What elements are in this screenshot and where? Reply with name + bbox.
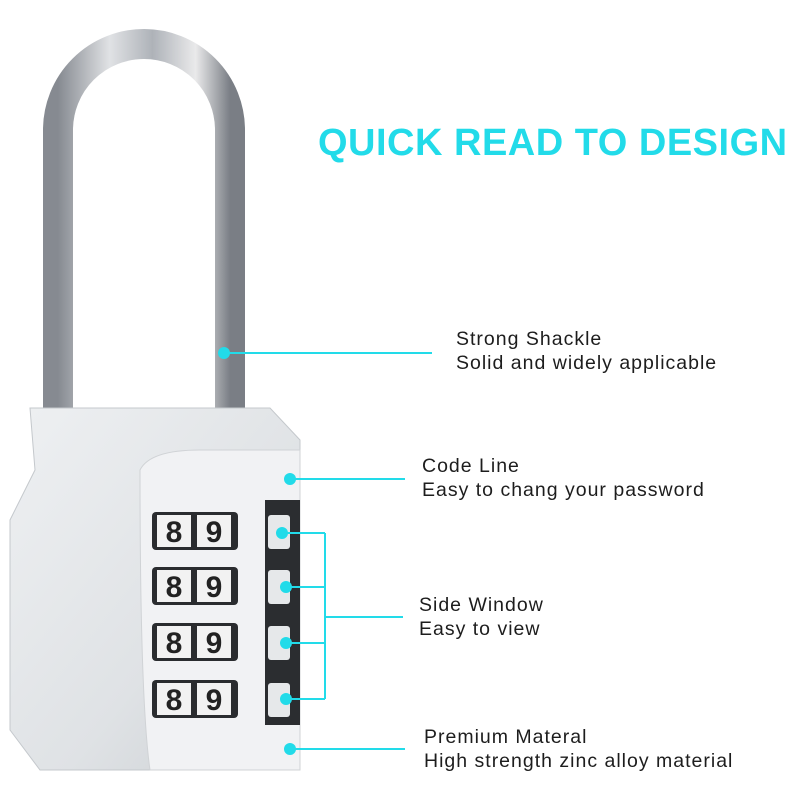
dial-digit: 9 xyxy=(206,684,223,717)
callout-heading: Code Line xyxy=(422,455,520,477)
callout-lines xyxy=(218,347,432,755)
dial-digit: 9 xyxy=(206,571,223,604)
dial-digit: 8 xyxy=(166,627,183,660)
callout-premium-material: Premium Materal High strength zinc alloy… xyxy=(424,725,733,773)
dial-digit: 9 xyxy=(206,627,223,660)
dial-row-2 xyxy=(152,567,238,605)
callout-code-line: Code Line Easy to chang your password xyxy=(422,454,705,502)
dial-digit: 8 xyxy=(166,516,183,549)
callout-heading: Side Window xyxy=(419,594,544,616)
dial-digit: 8 xyxy=(166,684,183,717)
shackle xyxy=(43,29,245,420)
callout-detail: High strength zinc alloy material xyxy=(424,750,734,772)
dial-row-3 xyxy=(152,623,238,661)
callout-heading: Premium Materal xyxy=(424,726,588,748)
headline: QUICK READ TO DESIGN xyxy=(318,122,788,164)
callout-detail: Easy to chang your password xyxy=(422,479,705,501)
callout-detail: Easy to view xyxy=(419,618,541,640)
dial-digit: 8 xyxy=(166,571,183,604)
dial-digit: 9 xyxy=(206,516,223,549)
dials: 8 9 8 9 8 9 8 9 xyxy=(152,512,238,718)
dial-row-1 xyxy=(152,512,238,550)
callout-heading: Strong Shackle xyxy=(456,328,603,350)
callout-strong-shackle: Strong Shackle Solid and widely applicab… xyxy=(456,327,717,375)
dial-row-4 xyxy=(152,680,238,718)
side-window-slots xyxy=(268,515,290,717)
callout-detail: Solid and widely applicable xyxy=(456,352,718,374)
callout-side-window: Side Window Easy to view xyxy=(419,593,544,641)
